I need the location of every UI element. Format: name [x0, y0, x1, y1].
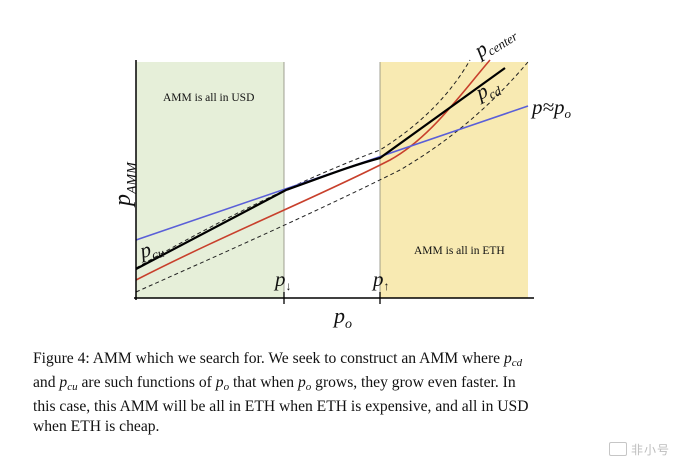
caption-text: AMM which we search for. We seek to cons…: [92, 350, 501, 367]
caption-line-3: this case, this AMM will be all in ETH w…: [33, 398, 529, 415]
p-center-curve: [135, 59, 491, 281]
figure-caption: Figure 4: AMM which we search for. We se…: [33, 349, 659, 437]
usd-region: [136, 62, 284, 298]
y-axis-label: pAMM: [110, 161, 140, 208]
caption-text: are such functions of: [81, 374, 212, 391]
lower-dashed-bound: [135, 61, 529, 293]
var-p-o: po: [297, 374, 312, 393]
caption-text: and: [33, 374, 56, 391]
figure-4-diagram: AMM is all in USD AMM is all in ETH pAMM…: [110, 19, 572, 332]
watermark-text: 非小号: [630, 443, 670, 457]
var-p-cu: pcu: [59, 374, 78, 393]
watermark-logo-icon: [608, 442, 627, 456]
caption-label: Figure 4:: [33, 350, 90, 367]
eth-region-label: AMM is all in ETH: [414, 245, 505, 257]
tick-label-p-up: p↑: [371, 267, 390, 293]
amm-curve: [135, 67, 506, 270]
p-center-label: pcenter: [468, 19, 521, 65]
p-approx-po-label: p≈po: [530, 95, 572, 121]
x-axis-label: po: [332, 303, 352, 332]
watermark: 非小号: [608, 441, 670, 458]
caption-line-4: when ETH is cheap.: [33, 418, 160, 435]
var-p-o: po: [215, 374, 230, 393]
caption-text: that when: [232, 374, 295, 391]
usd-region-label: AMM is all in USD: [163, 92, 254, 104]
caption-line-2: and pcu are such functions of po that wh…: [33, 373, 659, 397]
caption-text: grows, they grow even faster. In: [315, 374, 516, 391]
var-p-cd: pcd: [503, 350, 523, 369]
eth-region: [380, 62, 528, 298]
caption-line-1: Figure 4: AMM which we search for. We se…: [33, 349, 659, 373]
upper-dashed-bound: [135, 59, 471, 269]
tick-label-p-down: p↓: [273, 267, 292, 293]
